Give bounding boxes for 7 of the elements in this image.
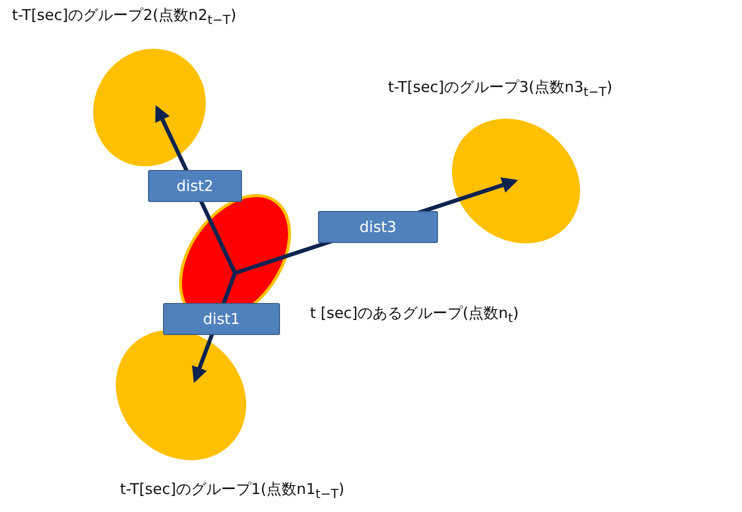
group-label: t-T[sec]のグループ1(点数n1$_{t−T}$) (120, 480, 344, 501)
distance-label: dist2 (148, 170, 242, 202)
group-label: t-T[sec]のグループ2(点数n2$_{t−T}$) (12, 6, 236, 27)
group-label: t [sec]のあるグループ(点数n$_{t}$) (310, 304, 519, 325)
distance-label: dist1 (163, 303, 280, 335)
distance-label: dist3 (318, 211, 438, 243)
group-label: t-T[sec]のグループ3(点数n3$_{t−T}$) (388, 78, 612, 99)
